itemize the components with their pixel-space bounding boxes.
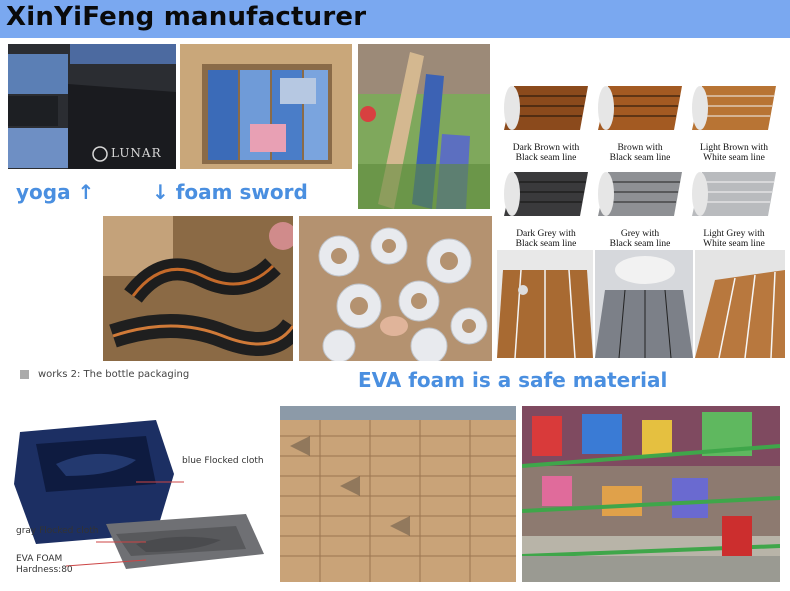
mat-light-grey-image bbox=[692, 172, 776, 216]
foam-sword-image bbox=[358, 44, 490, 209]
stacked-boxes-image bbox=[280, 406, 516, 582]
mat-grey: Grey with Black seam line bbox=[594, 166, 686, 249]
boat-deck-image bbox=[497, 250, 593, 358]
boat-deck-light-image bbox=[695, 250, 785, 358]
mat-dark-grey-image bbox=[504, 172, 588, 216]
hardness-label: Hardness:80 bbox=[16, 565, 73, 575]
yoga-blocks-image bbox=[8, 44, 176, 169]
stacked-boxes-photo bbox=[280, 406, 516, 582]
mat-caption-line1: Brown with bbox=[617, 143, 663, 153]
mat-caption-line1: Light Brown with bbox=[699, 143, 769, 153]
white-foam-shapes-photo bbox=[299, 216, 492, 361]
mat-brown: Brown with Black seam line bbox=[594, 80, 686, 163]
boat-deck-grey-image bbox=[595, 250, 693, 358]
boat-deck-photo-3 bbox=[695, 250, 785, 358]
gray-flocked-label: gray Flocked cloth bbox=[16, 526, 99, 536]
bottle-packaging-image bbox=[14, 420, 264, 569]
mat-brown-image bbox=[598, 86, 682, 130]
mat-caption-line2: Black seam line bbox=[515, 239, 577, 249]
packaging-bullet-icon bbox=[20, 370, 29, 379]
mat-caption-line2: Black seam line bbox=[515, 153, 577, 163]
mat-dark-grey: Dark Grey with Black seam line bbox=[500, 166, 592, 249]
boat-deck-photo-1 bbox=[497, 250, 593, 358]
warehouse-shelves-image bbox=[522, 406, 780, 582]
mat-dark-brown: Dark Brown with Black seam line bbox=[500, 80, 592, 163]
blue-flocked-label: blue Flocked cloth bbox=[182, 456, 264, 466]
foam-sword-photo bbox=[358, 44, 490, 209]
mat-caption-line2: White seam line bbox=[703, 239, 765, 249]
mat-caption-line2: Black seam line bbox=[609, 153, 671, 163]
bottle-packaging-panel: works 2: The bottle packaging blue Flock… bbox=[6, 364, 276, 586]
eva-foam-label: EVA FOAM bbox=[16, 554, 63, 564]
foam-swords-pile-photo bbox=[103, 216, 293, 361]
page-title: XinYiFeng manufacturer bbox=[6, 2, 367, 32]
yoga-caption: yoga ↑ bbox=[16, 180, 95, 204]
mat-grey-image bbox=[598, 172, 682, 216]
boat-mat-samples: Dark Brown with Black seam line Brown wi… bbox=[496, 80, 786, 249]
mat-caption-line2: Black seam line bbox=[609, 239, 671, 249]
boat-deck-photo-2 bbox=[595, 250, 693, 358]
mat-light-brown: Light Brown with White seam line bbox=[688, 80, 780, 163]
yoga-blocks-box-photo bbox=[180, 44, 352, 169]
white-foam-shapes-image bbox=[299, 216, 492, 361]
mat-caption-line2: White seam line bbox=[703, 153, 765, 163]
header-banner bbox=[0, 0, 790, 38]
packaging-title: works 2: The bottle packaging bbox=[38, 369, 190, 380]
foam-swords-pile-image bbox=[103, 216, 293, 361]
mat-caption-line1: Dark Grey with bbox=[516, 229, 576, 239]
mat-dark-brown-image bbox=[504, 86, 588, 130]
mat-caption-line1: Grey with bbox=[620, 229, 660, 239]
safe-material-caption: EVA foam is a safe material bbox=[358, 368, 668, 392]
lunar-logo-text: LUNAR bbox=[111, 146, 162, 160]
warehouse-shelves-photo bbox=[522, 406, 780, 582]
yoga-box-image bbox=[180, 44, 352, 169]
mat-light-grey: Light Grey with White seam line bbox=[688, 166, 780, 249]
mat-light-brown-image bbox=[692, 86, 776, 130]
mat-caption-line1: Light Grey with bbox=[703, 229, 765, 239]
yoga-blocks-photo: LUNAR bbox=[8, 44, 176, 169]
foam-sword-caption: ↓ foam sword bbox=[152, 180, 308, 204]
mat-caption-line1: Dark Brown with bbox=[512, 143, 580, 153]
